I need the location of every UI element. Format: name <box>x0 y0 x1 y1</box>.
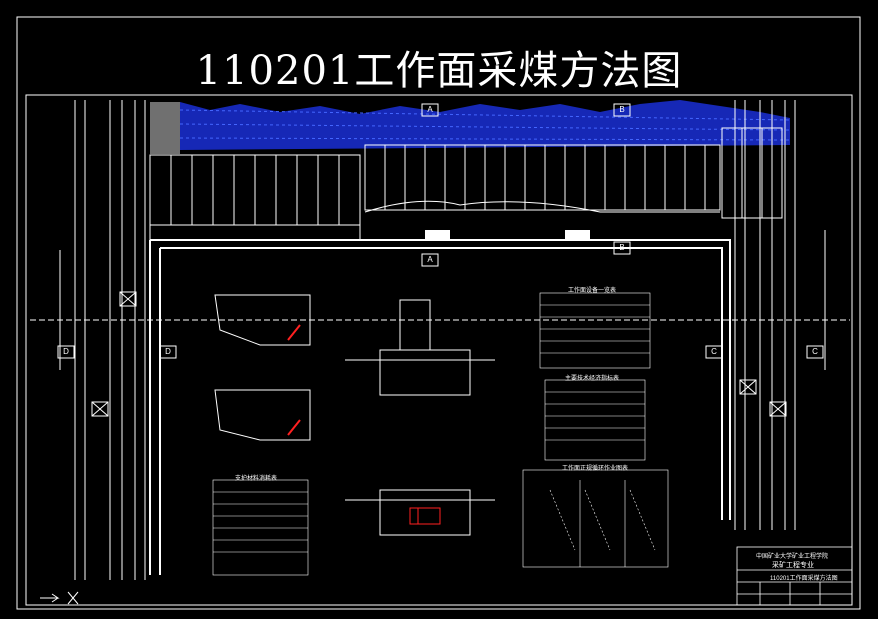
right-shaft <box>734 100 796 530</box>
equipment-table-title: 工作面设备一览表 <box>568 288 617 294</box>
north-arrow-icon <box>40 591 79 605</box>
title-block-drawing: 110201工作面采煤方法图 <box>770 576 838 582</box>
section-mark-c-right: C <box>812 347 818 356</box>
section-views <box>214 294 495 536</box>
gob-fill <box>150 102 180 154</box>
section-mark-c-left: C <box>711 347 717 356</box>
tables <box>212 292 669 576</box>
section-markers <box>30 103 850 370</box>
support-table-title: 支护材料消耗表 <box>235 476 278 482</box>
section-mark-b-bottom: B <box>619 243 625 252</box>
section-mark-a-bottom: A <box>427 255 433 264</box>
roadway <box>149 230 731 575</box>
section-mark-d-left: D <box>63 347 69 356</box>
title-block <box>736 546 853 606</box>
section-mark-a-top: A <box>427 105 433 114</box>
drawing-title: 110201工作面采煤方法图 <box>195 48 683 94</box>
tech-table-title: 主要技术经济指标表 <box>565 376 620 382</box>
outer-frame <box>16 16 861 610</box>
section-mark-b-top: B <box>619 105 625 114</box>
coal-seam <box>150 100 791 154</box>
title-block-major: 采矿工程专业 <box>772 562 814 569</box>
left-shaft <box>74 100 146 580</box>
section-mark-d-right: D <box>165 347 171 356</box>
title-block-school: 中国矿业大学矿业工程学院 <box>756 554 829 560</box>
cycle-table-title: 工作面正规循环作业图表 <box>562 466 629 472</box>
